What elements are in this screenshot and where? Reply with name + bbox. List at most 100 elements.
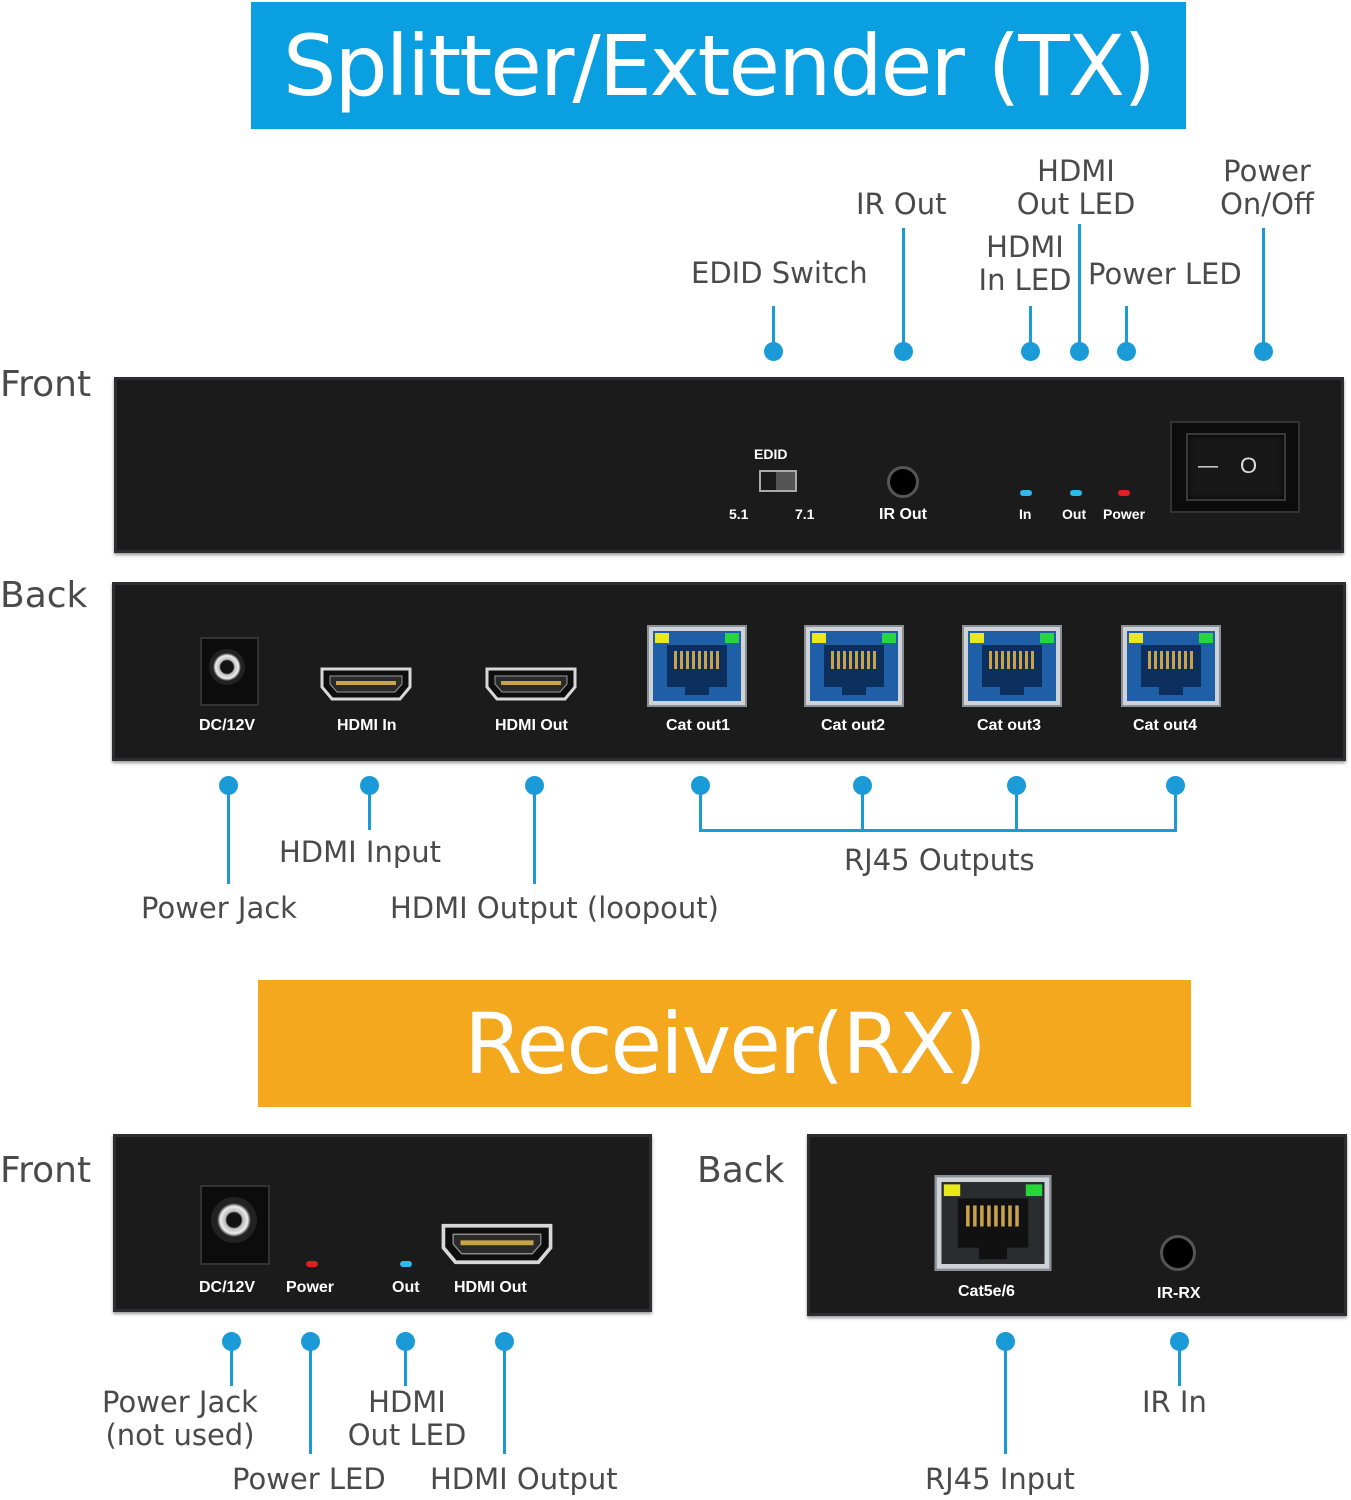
rx-out-led: [400, 1261, 412, 1267]
tx-title-banner: Splitter/Extender (TX): [251, 2, 1186, 129]
rx-hdmi-out-label: HDMI Out: [454, 1279, 527, 1296]
cat-out4-label: Cat out4: [1133, 717, 1197, 734]
callout-hdmi-out-led-line1: HDMI: [1037, 154, 1115, 188]
callout-rx-hdmi-out-led: HDMI Out LED: [340, 1386, 474, 1452]
leader-rx-rj45-input: [1004, 1340, 1007, 1454]
cat-out3-port[interactable]: [962, 625, 1062, 707]
rx-cat-label: Cat5e/6: [958, 1283, 1015, 1300]
rx-title: Receiver(RX): [464, 994, 987, 1093]
dc-port-label: DC/12V: [199, 717, 256, 734]
callout-hdmi-out-led: HDMI Out LED: [1010, 155, 1142, 221]
callout-hdmi-in-led-line2: In LED: [978, 263, 1072, 297]
in-led: [1020, 490, 1032, 496]
cat-out2-label: Cat out2: [821, 717, 885, 734]
callout-power-onoff-line2: On/Off: [1220, 187, 1314, 221]
switch-off-symbol: —: [1198, 455, 1218, 477]
dot-hdmi-out-led: [1070, 342, 1089, 361]
dot-power-led: [1117, 342, 1136, 361]
out-led: [1070, 490, 1082, 496]
callout-hdmi-output-loopout: HDMI Output (loopout): [390, 891, 719, 925]
dc-power-jack[interactable]: [200, 637, 259, 706]
leader-hdmi-input: [368, 784, 371, 830]
tx-back-label: Back: [0, 575, 88, 616]
callout-power-onoff-line1: Power: [1223, 154, 1311, 188]
callout-rx-hdmi-out-led-line2: Out LED: [347, 1418, 467, 1452]
callout-power-jack: Power Jack: [141, 891, 297, 925]
leader-hdmi-output: [533, 784, 536, 884]
power-led: [1118, 490, 1130, 496]
callout-power-led: Power LED: [1088, 257, 1242, 291]
edid-71-label: 7.1: [795, 506, 815, 522]
leader-cat-out2: [861, 784, 864, 832]
tx-title: Splitter/Extender (TX): [283, 16, 1156, 115]
callout-ir-out: IR Out: [856, 187, 947, 221]
callout-hdmi-input: HDMI Input: [279, 835, 442, 869]
rx-ir-label: IR-RX: [1157, 1285, 1201, 1302]
callout-edid-switch: EDID Switch: [691, 256, 868, 290]
cat-out1-port[interactable]: [647, 625, 747, 707]
leader-power-onoff: [1262, 228, 1265, 351]
leader-rx-power-jack: [230, 1340, 233, 1386]
leader-ir-out: [902, 228, 905, 351]
edid-label: EDID: [754, 446, 788, 462]
leader-rx-ir-in: [1178, 1340, 1181, 1386]
callout-rx-hdmi-output: HDMI Output: [430, 1462, 618, 1496]
leader-rx-hdmi-out-led: [404, 1340, 407, 1386]
rx-dc-label: DC/12V: [199, 1279, 256, 1296]
callout-rx-hdmi-out-led-line1: HDMI: [368, 1385, 446, 1419]
ir-out-port-label: IR Out: [879, 506, 927, 523]
cat-out1-label: Cat out1: [666, 717, 730, 734]
tx-front-panel: EDID 5.1 7.1 IR Out In Out Power — O: [114, 377, 1344, 553]
leader-rx-hdmi-output: [503, 1340, 506, 1454]
callout-hdmi-out-led-line2: Out LED: [1016, 187, 1136, 221]
callout-rx-power-jack-line2: (not used): [105, 1418, 255, 1452]
dot-edid: [764, 342, 783, 361]
leader-edid: [772, 306, 775, 351]
rx-out-led-label: Out: [392, 1279, 420, 1296]
callout-rx-power-led: Power LED: [232, 1462, 386, 1496]
rx-front-label: Front: [0, 1150, 92, 1191]
rx-hdmi-out-port[interactable]: [441, 1223, 553, 1265]
rx-rj45-port[interactable]: [934, 1175, 1052, 1271]
hdmi-out-port[interactable]: [485, 667, 577, 701]
cat-out3-label: Cat out3: [977, 717, 1041, 734]
leader-rx-power-led: [309, 1340, 312, 1454]
rx-back-panel: Cat5e/6 IR-RX: [807, 1134, 1347, 1316]
ir-out-jack[interactable]: [887, 466, 919, 498]
leader-cat-out3: [1015, 784, 1018, 832]
cat-out4-port[interactable]: [1121, 625, 1221, 707]
hdmi-in-port[interactable]: [320, 667, 412, 701]
callout-power-onoff: Power On/Off: [1208, 155, 1326, 221]
tx-back-panel: DC/12V HDMI In HDMI Out Cat out1 Cat out…: [112, 582, 1346, 761]
dot-hdmi-in-led: [1021, 342, 1040, 361]
leader-cat-out4: [1174, 784, 1177, 832]
power-rocker-switch[interactable]: — O: [1170, 421, 1300, 513]
edid-51-label: 5.1: [729, 506, 749, 522]
leader-hdmi-in-led: [1029, 306, 1032, 351]
dot-ir-out: [894, 342, 913, 361]
dot-power-onoff: [1254, 342, 1273, 361]
switch-on-symbol: O: [1240, 453, 1258, 478]
cat-out2-port[interactable]: [804, 625, 904, 707]
rx-ir-jack[interactable]: [1160, 1235, 1196, 1271]
in-led-label: In: [1019, 506, 1032, 522]
rx-dc-power-jack[interactable]: [200, 1185, 270, 1265]
rx-title-banner: Receiver(RX): [258, 980, 1191, 1107]
out-led-label: Out: [1062, 506, 1087, 522]
callout-hdmi-in-led-line1: HDMI: [986, 230, 1064, 264]
callout-rx-power-jack: Power Jack (not used): [90, 1386, 270, 1452]
hdmi-in-port-label: HDMI In: [337, 717, 397, 734]
power-led-label: Power: [1103, 506, 1146, 522]
rx-front-panel: DC/12V Power Out HDMI Out: [113, 1134, 652, 1312]
callout-rj45-outputs: RJ45 Outputs: [844, 843, 1035, 877]
callout-rx-ir-in: IR In: [1142, 1385, 1207, 1419]
rx-power-led: [306, 1261, 318, 1267]
rj45-outputs-bracket: [699, 829, 1177, 832]
leader-power-jack: [227, 784, 230, 884]
edid-switch[interactable]: [759, 470, 797, 492]
callout-hdmi-in-led: HDMI In LED: [975, 231, 1075, 297]
callout-rx-rj45-input: RJ45 Input: [925, 1462, 1075, 1496]
callout-rx-power-jack-line1: Power Jack: [102, 1385, 258, 1419]
leader-cat-out1: [699, 784, 702, 832]
leader-power-led: [1125, 306, 1128, 351]
